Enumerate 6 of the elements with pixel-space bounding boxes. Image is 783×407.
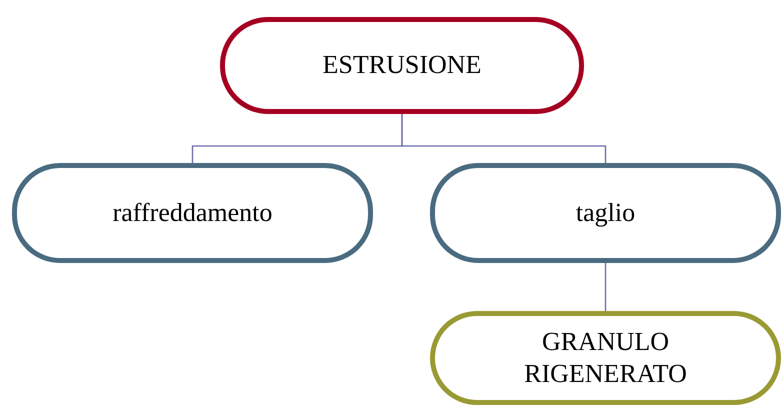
node-label: raffreddamento: [112, 196, 272, 229]
connector-line: [401, 114, 606, 163]
node-label: ESTRUSIONE: [322, 49, 482, 82]
node-label: GRANULO RIGENERATO: [523, 326, 688, 390]
node-label: taglio: [576, 196, 636, 229]
connector-line: [604, 263, 606, 311]
